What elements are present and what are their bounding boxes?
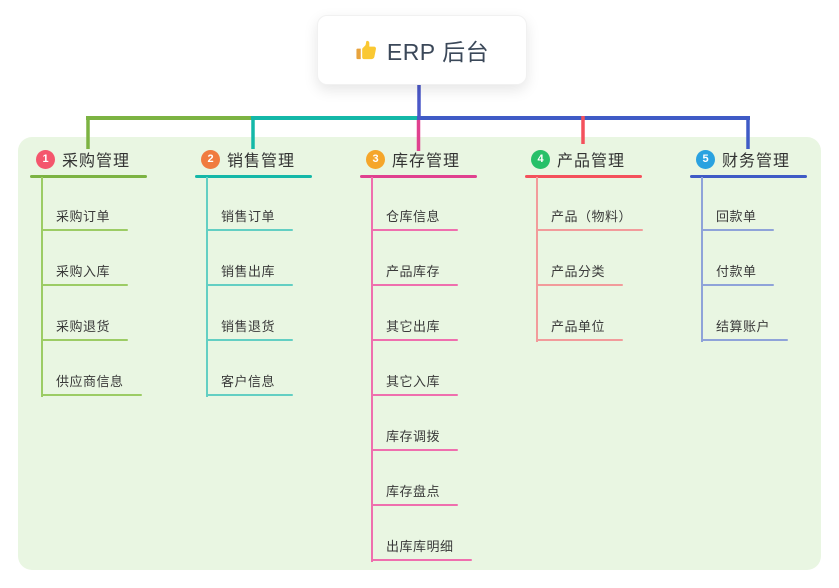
node-product-category[interactable]: 产品分类 (551, 264, 606, 279)
node-underline (207, 229, 293, 231)
node-other-inbound[interactable]: 其它入库 (386, 374, 441, 389)
node-underline (702, 339, 788, 341)
node-underline (537, 339, 623, 341)
node-underline (42, 394, 142, 396)
branch-inventory-spine (371, 177, 373, 562)
badge-4: 4 (531, 149, 550, 169)
node-underline (42, 339, 128, 341)
node-underline (372, 559, 472, 561)
branch-sales-spine (206, 177, 208, 397)
branch-sales-title: 销售管理 (227, 153, 296, 170)
node-purchase-return[interactable]: 采购退货 (56, 319, 111, 334)
branch-purchase-header[interactable]: 1 采购管理 (36, 148, 130, 170)
node-underline (372, 229, 458, 231)
branch-product-spine (536, 177, 538, 342)
node-payment-order[interactable]: 付款单 (716, 264, 757, 279)
badge-2: 2 (201, 149, 220, 169)
badge-1: 1 (36, 149, 55, 169)
branch-sales: 2 销售管理 销售订单 销售出库 销售退货 客户信息 (195, 0, 360, 588)
node-customer-info[interactable]: 客户信息 (221, 374, 276, 389)
node-stock-count[interactable]: 库存盘点 (386, 484, 441, 499)
thumbs-up-icon (355, 39, 378, 62)
node-settlement-account[interactable]: 结算账户 (716, 319, 771, 334)
node-outbound-detail[interactable]: 出库库明细 (386, 539, 454, 554)
branch-product-title: 产品管理 (557, 153, 626, 170)
branch-sales-underline (195, 175, 312, 178)
node-underline (42, 284, 128, 286)
node-underline (372, 339, 458, 341)
node-product-unit[interactable]: 产品单位 (551, 319, 606, 334)
branch-finance-title: 财务管理 (722, 153, 791, 170)
node-underline (537, 229, 643, 231)
node-underline (207, 284, 293, 286)
node-underline (702, 284, 774, 286)
branch-sales-header[interactable]: 2 销售管理 (201, 148, 295, 170)
node-underline (207, 339, 293, 341)
node-product-stock[interactable]: 产品库存 (386, 264, 441, 279)
branch-purchase-underline (30, 175, 147, 178)
node-underline (372, 284, 458, 286)
node-underline (207, 394, 293, 396)
branch-purchase-spine (41, 177, 43, 397)
node-underline (372, 504, 458, 506)
node-warehouse-info[interactable]: 仓库信息 (386, 209, 441, 224)
badge-5: 5 (696, 149, 715, 169)
node-receipt-order[interactable]: 回款单 (716, 209, 757, 224)
branch-inventory-header[interactable]: 3 库存管理 (366, 148, 460, 170)
node-product-material[interactable]: 产品（物料） (551, 209, 633, 224)
branch-purchase: 1 采购管理 采购订单 采购入库 采购退货 供应商信息 (30, 0, 195, 588)
branch-finance-underline (690, 175, 807, 178)
root-node[interactable]: ERP 后台 (317, 15, 527, 85)
node-stock-transfer[interactable]: 库存调拨 (386, 429, 441, 444)
branch-product-header[interactable]: 4 产品管理 (531, 148, 625, 170)
node-sales-return[interactable]: 销售退货 (221, 319, 276, 334)
branch-inventory-title: 库存管理 (392, 153, 461, 170)
node-sales-outbound[interactable]: 销售出库 (221, 264, 276, 279)
node-other-outbound[interactable]: 其它出库 (386, 319, 441, 334)
branch-product-underline (525, 175, 642, 178)
node-underline (372, 394, 458, 396)
node-sales-order[interactable]: 销售订单 (221, 209, 276, 224)
branch-inventory: 3 库存管理 仓库信息 产品库存 其它出库 其它入库 库存调拨 库存盘点 出库库… (360, 0, 525, 588)
branch-product: 4 产品管理 产品（物料） 产品分类 产品单位 (525, 0, 690, 588)
root-title: ERP 后台 (386, 39, 490, 65)
branch-finance-spine (701, 177, 703, 342)
node-purchase-inbound[interactable]: 采购入库 (56, 264, 111, 279)
node-underline (537, 284, 623, 286)
node-purchase-order[interactable]: 采购订单 (56, 209, 111, 224)
branch-finance: 5 财务管理 回款单 付款单 结算账户 (690, 0, 839, 588)
node-underline (372, 449, 458, 451)
branch-purchase-title: 采购管理 (62, 153, 131, 170)
branch-finance-header[interactable]: 5 财务管理 (696, 148, 790, 170)
badge-3: 3 (366, 149, 385, 169)
background-panel (18, 137, 821, 570)
node-underline (42, 229, 128, 231)
node-supplier-info[interactable]: 供应商信息 (56, 374, 124, 389)
branch-inventory-underline (360, 175, 477, 178)
node-underline (702, 229, 774, 231)
